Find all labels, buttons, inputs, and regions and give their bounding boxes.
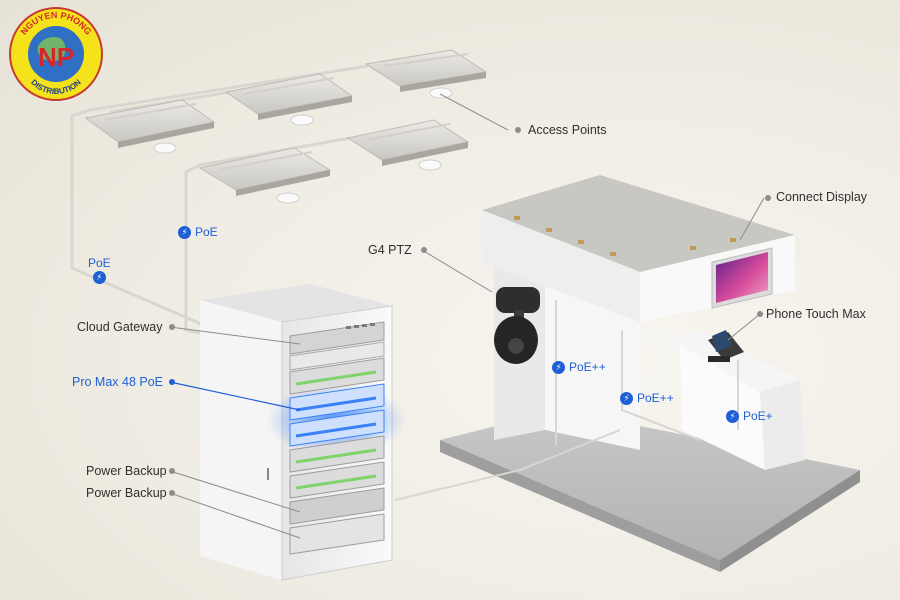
poe-tag-left-text: PoE bbox=[88, 256, 111, 270]
label-g4-ptz: G4 PTZ bbox=[368, 243, 412, 257]
label-cloud-gateway: Cloud Gateway bbox=[77, 320, 163, 334]
label-pro-max-48-poe: Pro Max 48 PoE bbox=[72, 375, 164, 389]
access-point-2 bbox=[224, 73, 354, 126]
poe-tag-phone-text: PoE+ bbox=[743, 409, 773, 423]
poe-tag-camera: ⚡ PoE++ bbox=[552, 360, 606, 374]
wall-structure bbox=[482, 175, 805, 470]
access-point-3 bbox=[364, 49, 488, 99]
connect-display bbox=[711, 247, 773, 309]
poe-tag-display-text: PoE++ bbox=[637, 391, 674, 405]
label-access-points: Access Points bbox=[528, 123, 607, 137]
label-power-backup-2: Power Backup bbox=[86, 486, 167, 500]
access-point-4 bbox=[198, 147, 332, 204]
poe-tag-mid-text: PoE bbox=[195, 225, 218, 239]
access-point-5 bbox=[346, 119, 470, 171]
poe-tag-left: PoE ⚡ bbox=[88, 256, 111, 284]
lightning-bolt-icon: ⚡ bbox=[552, 360, 565, 374]
lightning-bolt-icon: ⚡ bbox=[92, 271, 106, 284]
ptz-camera bbox=[494, 287, 540, 364]
rack-units bbox=[289, 321, 385, 555]
label-connect-display: Connect Display bbox=[776, 190, 868, 204]
leader-line-pro-max bbox=[169, 381, 301, 411]
access-point-1 bbox=[84, 99, 216, 154]
leader-dot-pro-max bbox=[169, 379, 175, 385]
lightning-bolt-icon: ⚡ bbox=[620, 391, 633, 405]
poe-tag-mid: ⚡ PoE bbox=[178, 225, 218, 239]
poe-tag-phone: ⚡ PoE+ bbox=[726, 409, 773, 423]
poe-tag-display: ⚡ PoE++ bbox=[620, 391, 674, 405]
lightning-bolt-icon: ⚡ bbox=[726, 409, 739, 423]
lightning-bolt-icon: ⚡ bbox=[178, 225, 191, 239]
poe-tag-camera-text: PoE++ bbox=[569, 360, 606, 374]
label-phone-touch-max: Phone Touch Max bbox=[766, 307, 866, 321]
nguyen-phong-logo: NP NGUYEN PHONG DISTRIBUTION bbox=[9, 7, 103, 101]
leader-dots bbox=[169, 127, 771, 496]
phone-device bbox=[708, 330, 744, 362]
leader-lines bbox=[169, 93, 765, 539]
server-rack bbox=[200, 284, 406, 581]
logo-monogram: NP bbox=[38, 42, 74, 72]
label-power-backup-1: Power Backup bbox=[86, 464, 167, 478]
